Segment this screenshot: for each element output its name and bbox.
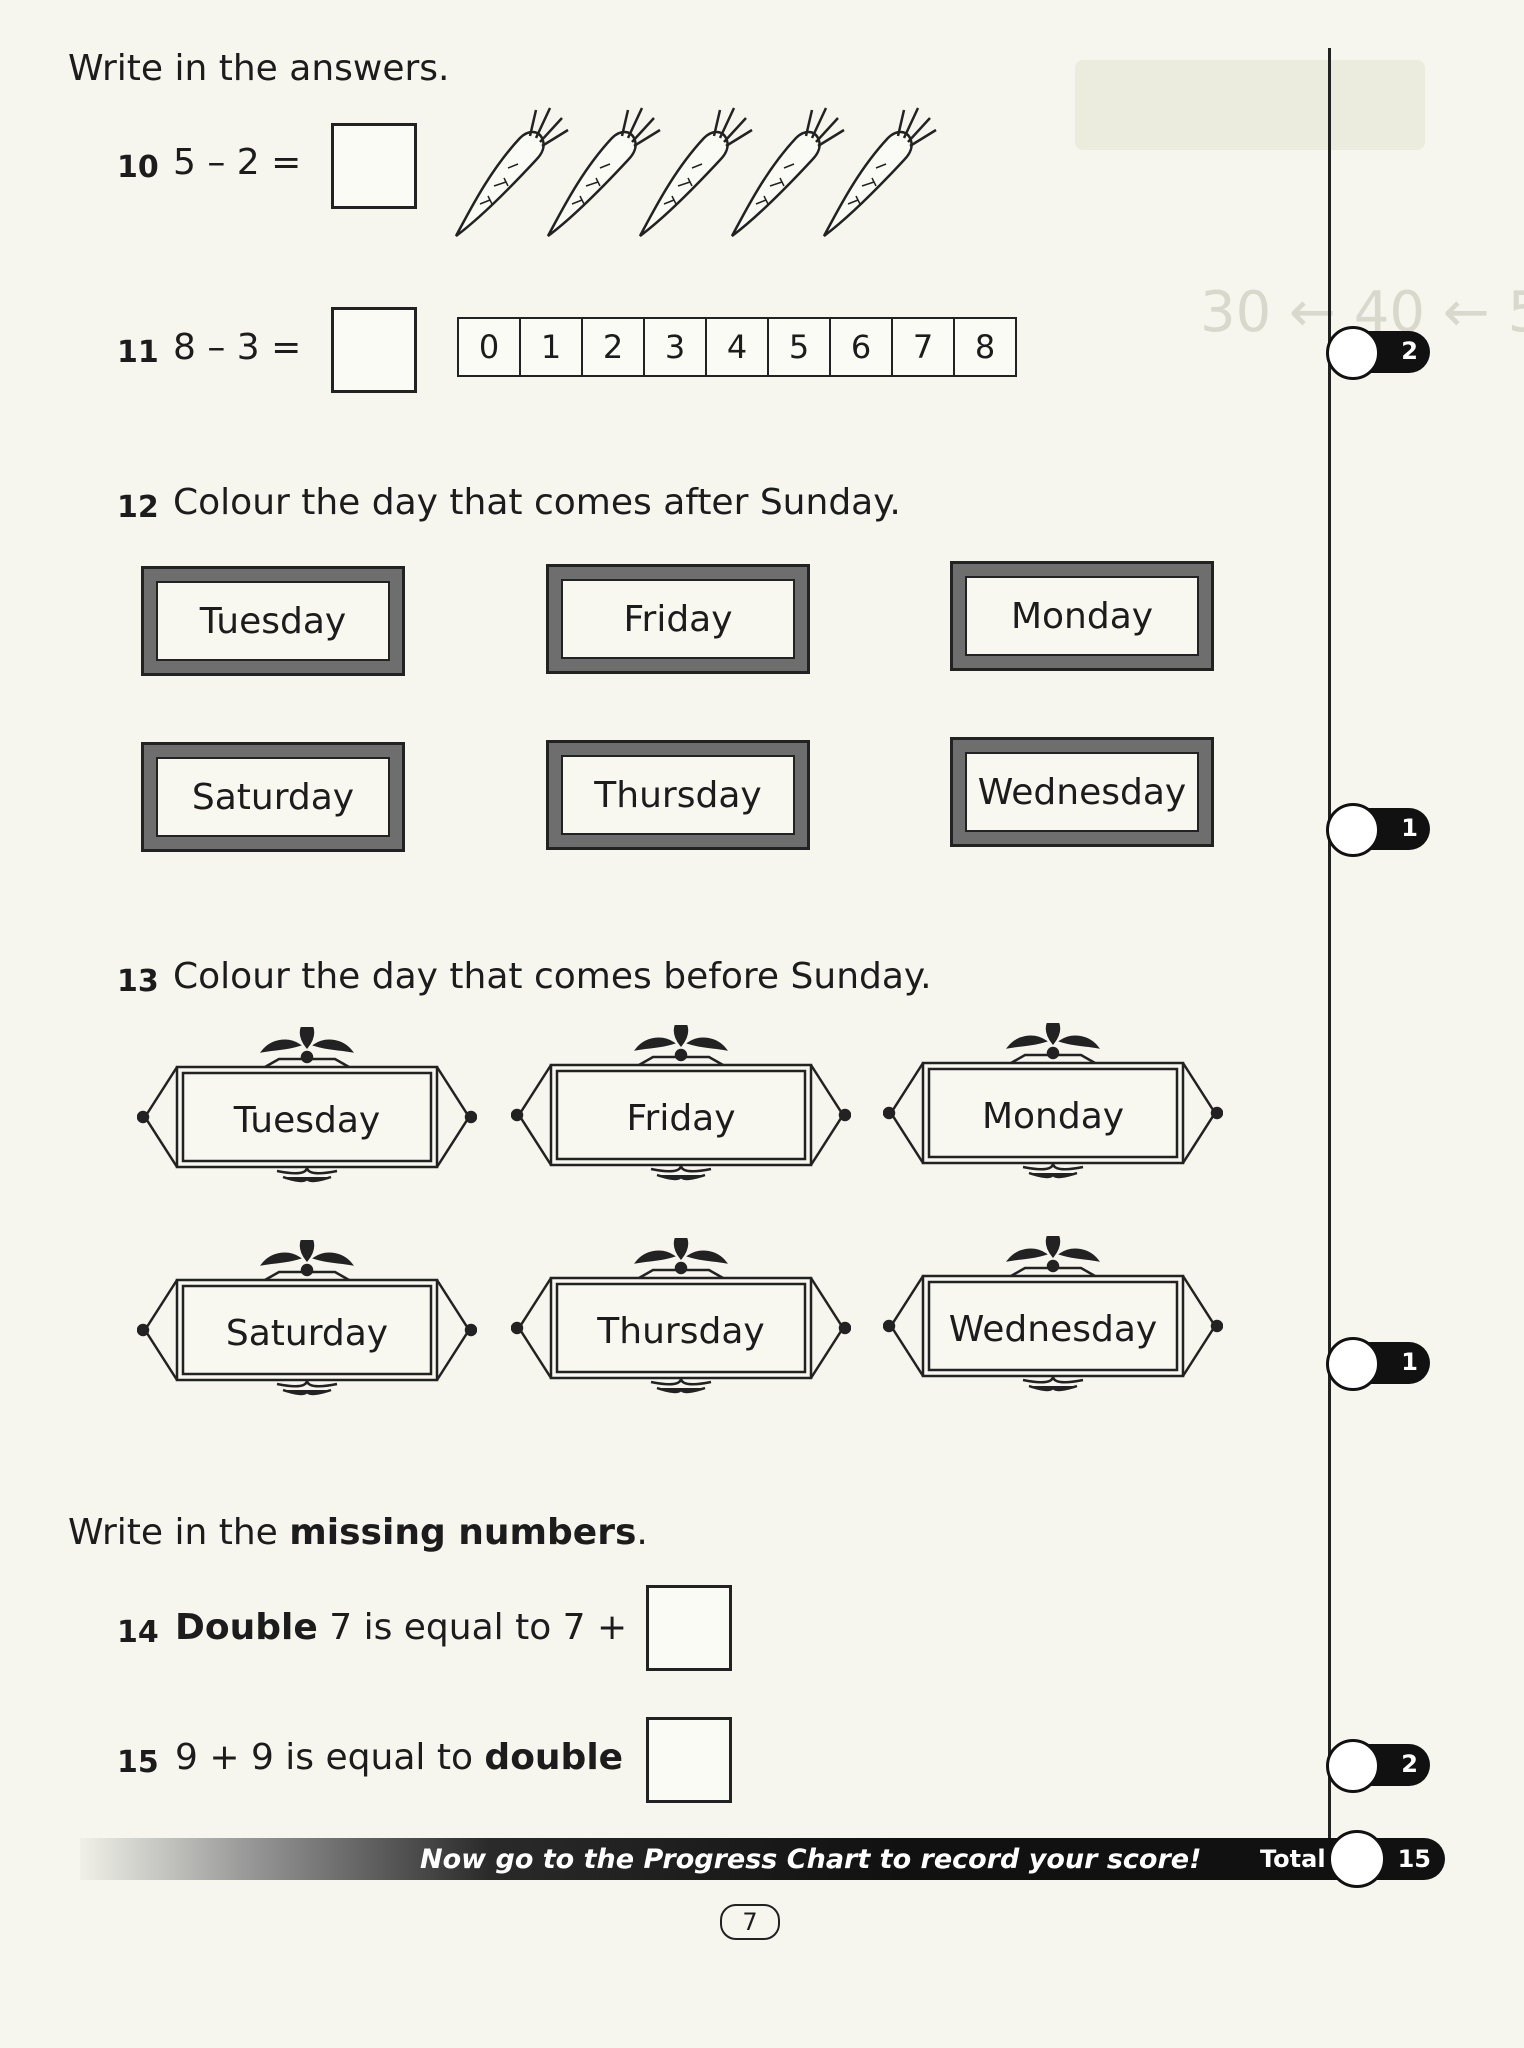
q12-day-box[interactable]: Wednesday [950,737,1214,847]
q12-day-box[interactable]: Monday [950,561,1214,671]
day-label: Thursday [597,1310,765,1352]
q13-day-frame[interactable]: Wednesday [883,1236,1223,1406]
score-value: 1 [1401,1348,1418,1376]
q13-day-frame[interactable]: Thursday [511,1238,851,1408]
banner-message: Now go to the Progress Chart to record y… [420,1844,1202,1875]
q12-day-box[interactable]: Saturday [141,742,405,852]
question-number: 14 [117,1615,159,1650]
score-circle[interactable] [1326,326,1380,380]
q12-day-box[interactable]: Friday [546,564,810,674]
question-number: 11 [117,335,159,370]
q14-question-text: Double 7 is equal to 7 + [175,1607,627,1648]
score-tab: 2 [1326,1739,1430,1793]
score-circle[interactable] [1326,1337,1380,1391]
score-tab: 1 [1326,803,1430,857]
question-number: 10 [117,150,159,185]
q13-day-frame[interactable]: Monday [883,1023,1223,1193]
score-value: 1 [1401,814,1418,842]
number-line-cell: 7 [893,319,955,375]
number-line: 0 1 2 3 4 5 6 7 8 [457,317,1017,377]
number-line-cell: 3 [645,319,707,375]
instruction-heading: Write in the answers. [68,48,450,89]
q11-expression: 8 – 3 = [173,327,302,368]
heading-prefix: Write in the [68,1512,290,1553]
q14-answer-box[interactable] [646,1585,732,1671]
number-line-cell: 2 [583,319,645,375]
carrots-illustration [454,106,938,238]
number-line-cell: 5 [769,319,831,375]
missing-numbers-heading: Write in the missing numbers. [68,1512,648,1553]
score-value: 2 [1401,1750,1418,1778]
margin-line [1328,48,1331,1840]
total-score-value: 15 [1397,1845,1431,1873]
page-number: 7 [720,1904,780,1940]
score-tab: 2 [1326,326,1430,380]
score-circle[interactable] [1326,1739,1380,1793]
q14-text: 7 is equal to 7 + [317,1607,628,1648]
progress-banner: Now go to the Progress Chart to record y… [80,1830,1445,1888]
number-line-cell: 0 [459,319,521,375]
day-label: Tuesday [156,581,390,661]
question-number: 12 [117,490,159,525]
q13-day-frame[interactable]: Tuesday [137,1027,477,1197]
score-circle[interactable] [1326,803,1380,857]
total-label: Total [1260,1845,1326,1873]
question-number: 13 [117,964,159,999]
show-through-block [1075,60,1425,150]
day-label: Tuesday [233,1099,381,1141]
q10-answer-box[interactable] [331,123,417,209]
q11-answer-box[interactable] [331,307,417,393]
q12-day-box[interactable]: Tuesday [141,566,405,676]
q15-bold-word: double [484,1737,624,1778]
number-line-cell: 1 [521,319,583,375]
q13-question-text: Colour the day that comes before Sunday. [173,956,932,997]
day-label: Friday [626,1097,736,1139]
q14-bold-word: Double [175,1607,318,1648]
heading-bold: missing numbers [289,1512,637,1553]
q13-day-frame[interactable]: Saturday [137,1240,477,1410]
score-value: 2 [1401,337,1418,365]
q12-day-box[interactable]: Thursday [546,740,810,850]
q13-day-frame[interactable]: Friday [511,1025,851,1195]
day-label: Saturday [156,757,390,837]
q15-text: 9 + 9 is equal to [175,1737,485,1778]
day-label: Wednesday [948,1308,1158,1350]
q12-question-text: Colour the day that comes after Sunday. [173,482,901,523]
day-label: Thursday [561,755,795,835]
number-line-cell: 8 [955,319,1015,375]
q15-answer-box[interactable] [646,1717,732,1803]
day-label: Wednesday [965,752,1199,832]
q15-question-text: 9 + 9 is equal to double [175,1737,623,1778]
number-line-cell: 4 [707,319,769,375]
day-label: Friday [561,579,795,659]
day-label: Monday [965,576,1199,656]
day-label: Monday [981,1095,1125,1137]
score-tab: 1 [1326,1337,1430,1391]
day-label: Saturday [225,1312,389,1354]
total-score-circle[interactable] [1328,1830,1386,1888]
question-number: 15 [117,1745,159,1780]
q10-expression: 5 – 2 = [173,142,302,183]
number-line-cell: 6 [831,319,893,375]
heading-suffix: . [636,1512,648,1553]
